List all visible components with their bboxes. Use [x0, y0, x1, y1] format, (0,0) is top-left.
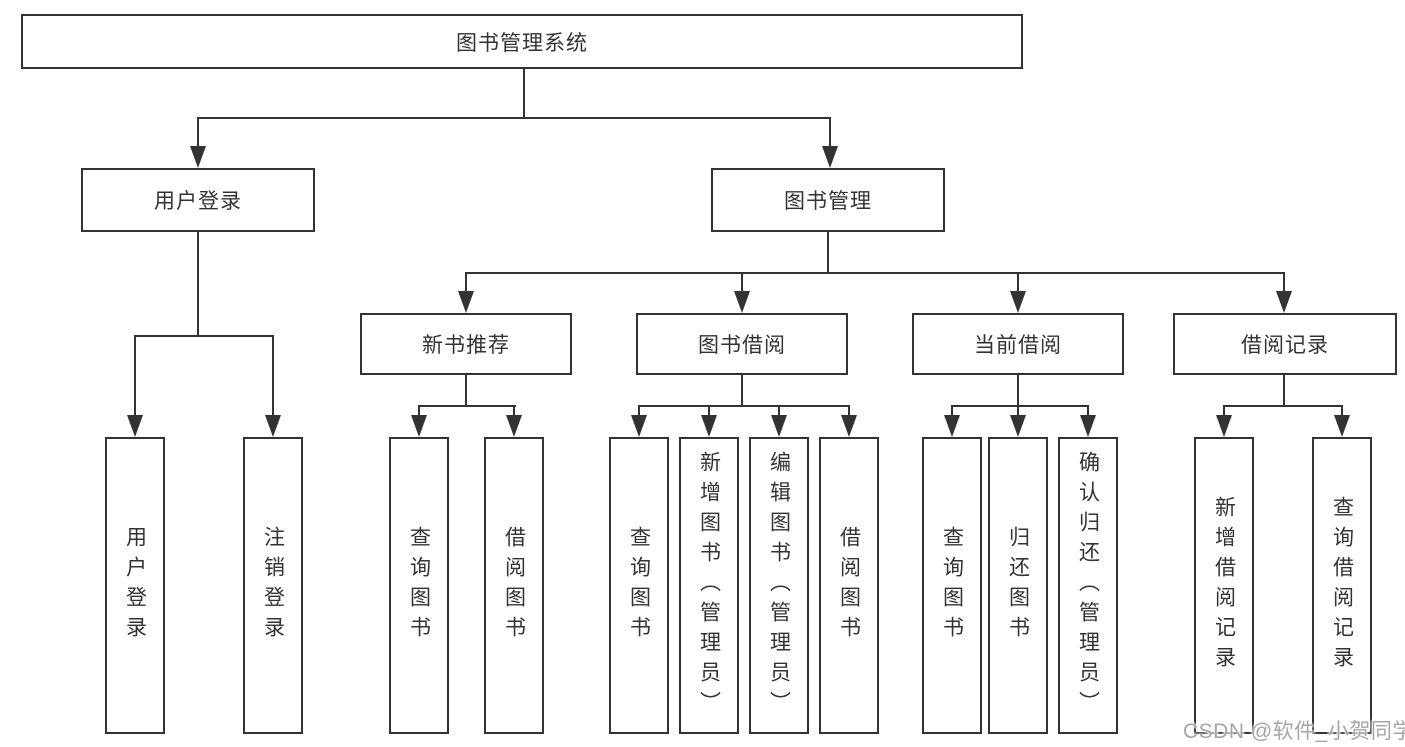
leaf-label: 借阅图书: [837, 525, 861, 646]
leaf-label: 确认归还（管理员）: [1076, 450, 1100, 721]
connector-line: [1223, 405, 1225, 419]
node-book-management-system: 图书管理系统: [21, 14, 1023, 69]
arrow-down-icon: [771, 415, 787, 437]
arrow-down-icon: [265, 415, 281, 437]
leaf-label: 新增借阅记录: [1212, 495, 1236, 676]
connector-line: [1283, 375, 1285, 407]
arrow-down-icon: [190, 146, 206, 168]
csdn-watermark: CSDN @软件_小贺同学: [1183, 720, 1405, 743]
connector-line: [513, 405, 515, 419]
leaf-label: 编辑图书（管理员）: [767, 450, 791, 721]
leaf-bb-query-books: 查询图书: [609, 437, 669, 734]
connector-line: [741, 375, 743, 407]
node-new-book-recommendation: 新书推荐: [360, 313, 572, 375]
node-borrowing-records: 借阅记录: [1173, 313, 1397, 375]
connector-line: [951, 405, 1089, 407]
arrow-down-icon: [822, 146, 838, 168]
leaf-user-login: 用户登录: [105, 437, 165, 734]
leaf-logout: 注销登录: [243, 437, 303, 734]
node-book-management: 图书管理: [711, 168, 945, 232]
leaf-label: 查询图书: [627, 525, 651, 646]
connector-line: [197, 117, 199, 150]
connector-line: [134, 335, 136, 419]
arrow-down-icon: [734, 291, 750, 313]
leaf-nb-query-books: 查询图书: [389, 437, 449, 734]
leaf-label: 用户登录: [123, 525, 147, 646]
arrow-down-icon: [701, 415, 717, 437]
arrow-down-icon: [458, 291, 474, 313]
connector-line: [1017, 375, 1019, 407]
arrow-down-icon: [841, 415, 857, 437]
arrow-down-icon: [411, 415, 427, 437]
arrow-down-icon: [1010, 415, 1026, 437]
arrow-down-icon: [944, 415, 960, 437]
connector-line: [951, 405, 953, 419]
leaf-cb-confirm-return-admin: 确认归还（管理员）: [1058, 437, 1118, 734]
leaf-nb-borrow-books: 借阅图书: [484, 437, 544, 734]
connector-line: [1087, 405, 1089, 419]
leaf-cb-return-books: 归还图书: [988, 437, 1048, 734]
connector-line: [1341, 405, 1343, 419]
connector-line: [523, 69, 525, 119]
connector-line: [1223, 405, 1343, 407]
connector-line: [1283, 272, 1285, 295]
connector-line: [197, 232, 199, 337]
connector-line: [1017, 272, 1019, 295]
node-current-borrowing: 当前借阅: [912, 313, 1124, 375]
connector-line: [827, 232, 829, 274]
arrow-down-icon: [1010, 291, 1026, 313]
arrow-down-icon: [631, 415, 647, 437]
leaf-cb-query-books: 查询图书: [922, 437, 982, 734]
leaf-label: 查询图书: [407, 525, 431, 646]
leaf-label: 查询借阅记录: [1330, 495, 1354, 676]
connector-line: [741, 272, 743, 295]
connector-line: [638, 405, 850, 407]
leaf-label: 查询图书: [940, 525, 964, 646]
node-book-borrowing: 图书借阅: [636, 313, 848, 375]
leaf-bb-edit-books-admin: 编辑图书（管理员）: [749, 437, 809, 734]
leaf-label: 新增图书（管理员）: [697, 450, 721, 721]
connector-line: [134, 335, 274, 337]
connector-line: [197, 117, 831, 119]
arrow-down-icon: [1334, 415, 1350, 437]
connector-line: [778, 405, 780, 419]
connector-line: [418, 405, 516, 407]
leaf-br-add-borrow-record: 新增借阅记录: [1194, 437, 1254, 734]
connector-line: [418, 405, 420, 419]
leaf-label: 注销登录: [261, 525, 285, 646]
arrow-down-icon: [506, 415, 522, 437]
connector-line: [272, 335, 274, 419]
node-user-login: 用户登录: [81, 168, 315, 232]
connector-line: [465, 272, 1285, 274]
leaf-br-query-borrow-record: 查询借阅记录: [1312, 437, 1372, 734]
connector-line: [465, 272, 467, 295]
connector-line: [708, 405, 710, 419]
arrow-down-icon: [1216, 415, 1232, 437]
leaf-bb-borrow-books: 借阅图书: [819, 437, 879, 734]
leaf-bb-add-books-admin: 新增图书（管理员）: [679, 437, 739, 734]
arrow-down-icon: [1080, 415, 1096, 437]
leaf-label: 归还图书: [1006, 525, 1030, 646]
arrow-down-icon: [127, 415, 143, 437]
connector-line: [465, 375, 467, 407]
leaf-label: 借阅图书: [502, 525, 526, 646]
connector-line: [1017, 405, 1019, 419]
arrow-down-icon: [1276, 291, 1292, 313]
connector-line: [638, 405, 640, 419]
connector-line: [829, 117, 831, 150]
connector-line: [848, 405, 850, 419]
